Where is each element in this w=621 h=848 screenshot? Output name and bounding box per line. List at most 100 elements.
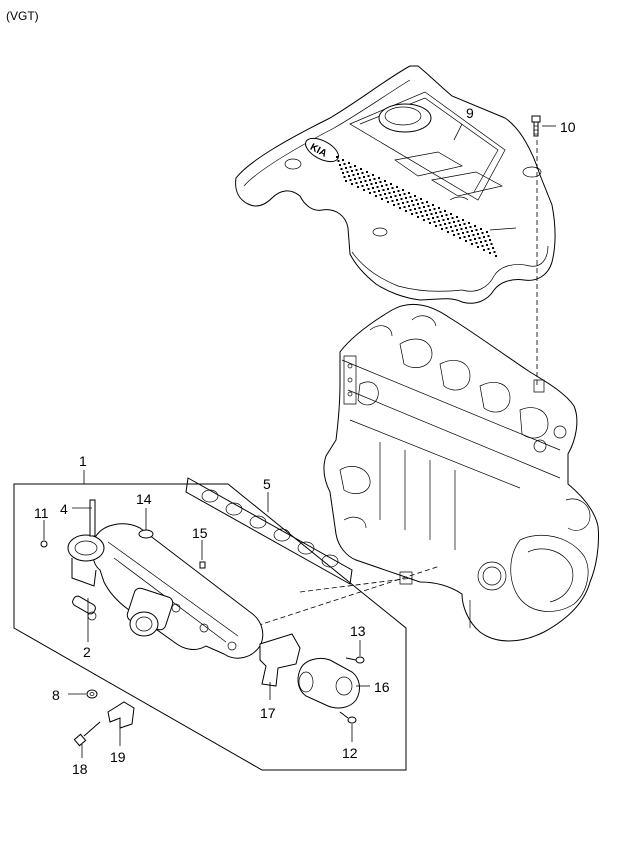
vent-slot (373, 191, 376, 193)
vent-slot (381, 198, 383, 200)
vent-slot (363, 189, 365, 191)
vent-slot (343, 176, 346, 178)
vent-slot (375, 195, 377, 197)
gasket-part-5 (185, 477, 353, 585)
vent-slot (420, 211, 422, 213)
vent-slot (483, 249, 485, 251)
vent-slot (438, 220, 440, 222)
vent-slot (369, 192, 371, 194)
vent-slot (405, 210, 407, 212)
vent-slot (387, 201, 389, 203)
vent-slot (436, 216, 439, 218)
vent-slot (373, 178, 376, 180)
vent-slot (379, 194, 382, 196)
engine-block (323, 304, 599, 642)
vent-slot (400, 198, 403, 200)
vent-slot (354, 165, 356, 167)
vent-slot (394, 195, 397, 197)
callout-12: 12 (342, 745, 358, 761)
vent-slot (468, 235, 470, 237)
engine-cover-part-9: KIA (235, 65, 556, 304)
vent-slot (421, 202, 424, 204)
vent-slot (342, 159, 344, 161)
nut-part-8 (86, 689, 98, 699)
vent-slot (379, 181, 382, 183)
vent-slot (414, 208, 416, 210)
callout-18: 18 (72, 761, 88, 777)
vent-slot (459, 224, 461, 226)
vent-slot (487, 248, 490, 250)
vent-slot (336, 156, 338, 158)
vent-slot (390, 183, 392, 185)
vent-slot (474, 225, 476, 227)
vent-slot (424, 210, 427, 212)
vent-slot (393, 191, 395, 193)
vent-slot (361, 172, 364, 174)
vent-slot (462, 219, 464, 221)
vent-slot (447, 231, 449, 233)
vent-slot (472, 234, 475, 236)
cover-vent-grille (336, 156, 497, 257)
vent-slot (375, 182, 377, 184)
vent-slot (372, 174, 374, 176)
vent-slot (354, 178, 356, 180)
vent-slot (441, 228, 443, 230)
vent-slot (466, 231, 469, 233)
vent-slot (402, 202, 404, 204)
callout-16: 16 (374, 679, 390, 695)
vent-slot (469, 239, 472, 241)
vent-slot (403, 193, 406, 195)
manifold-guide-dashed-1 (249, 565, 441, 629)
vent-slot (376, 186, 379, 188)
gasket-port-hole (297, 541, 315, 555)
vent-slot (441, 215, 443, 217)
vent-slot (450, 226, 452, 228)
vent-slot (372, 187, 374, 189)
vent-slot (345, 167, 347, 169)
vent-slot (403, 206, 406, 208)
callout-8: 8 (52, 687, 60, 703)
intake-manifold (67, 523, 264, 659)
vent-slot (391, 200, 394, 202)
vent-slot (378, 177, 380, 179)
vent-slot (465, 240, 467, 242)
vent-slot (468, 222, 470, 224)
vent-slot (456, 216, 458, 218)
vent-slot (444, 223, 446, 225)
vent-slot (445, 227, 448, 229)
nut-part-11 (40, 540, 48, 548)
vent-slot (343, 163, 346, 165)
vent-slot (406, 201, 409, 203)
bracket-part-17 (259, 633, 301, 687)
vent-slot (367, 188, 370, 190)
vent-slot (420, 198, 422, 200)
vent-slot (415, 212, 418, 214)
vent-slot (385, 184, 388, 186)
leader-9 (453, 123, 463, 141)
vent-slot (418, 207, 421, 209)
vent-slot (360, 181, 362, 183)
vent-slot (457, 233, 460, 235)
vent-slot (492, 247, 494, 249)
bolt-part-10 (531, 115, 541, 137)
vent-slot (408, 205, 410, 207)
vent-slot (358, 177, 361, 179)
vent-slot (450, 213, 452, 215)
vent-slot (417, 203, 419, 205)
vent-slot (399, 194, 401, 196)
vent-slot (381, 185, 383, 187)
vent-slot (382, 189, 385, 191)
vent-slot (348, 162, 350, 164)
vent-slot (369, 179, 371, 181)
callout-14: 14 (136, 491, 152, 507)
vent-slot (357, 186, 359, 188)
vent-slot (483, 236, 485, 238)
vent-slot (412, 204, 415, 206)
vent-slot (426, 201, 428, 203)
vent-slot (432, 217, 434, 219)
vent-slot (456, 229, 458, 231)
vent-slot (366, 184, 368, 186)
pipe-part-2 (72, 595, 97, 621)
vent-slot (427, 205, 430, 207)
bolt-part-13 (345, 656, 365, 664)
